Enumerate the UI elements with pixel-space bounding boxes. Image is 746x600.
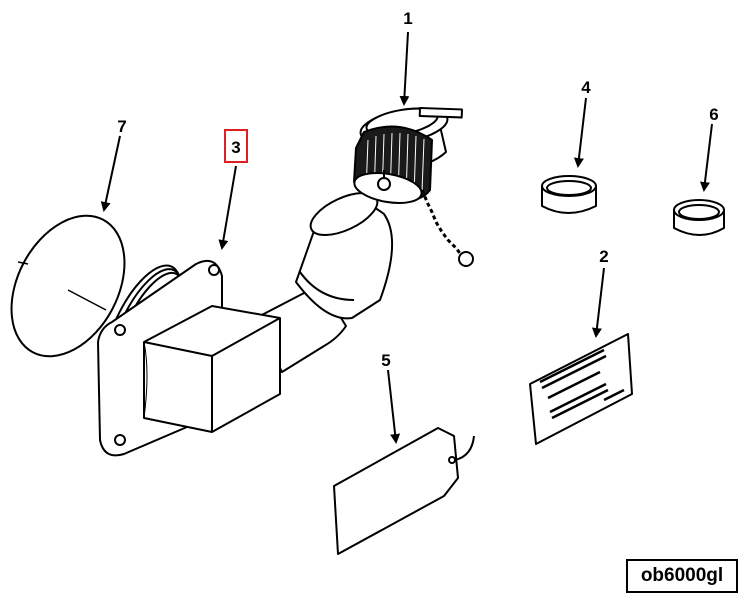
callout-3: 3 (231, 138, 240, 157)
leader-arrow-7 (100, 135, 121, 212)
filler-cap-part (353, 107, 474, 267)
callout-3-highlight-box (224, 129, 248, 163)
leader-arrow-6 (699, 123, 713, 192)
ring-part-4 (541, 175, 597, 214)
data-plate-part (529, 333, 633, 445)
figure-id-label: ob6000gl (626, 559, 738, 593)
leader-arrow-2 (591, 267, 605, 338)
ring-part-6 (673, 199, 725, 236)
callout-2: 2 (599, 247, 608, 266)
filler-neck-assembly-part (97, 191, 393, 457)
leader-arrow-5 (387, 369, 401, 444)
leader-arrow-3 (218, 165, 237, 250)
callout-1: 1 (403, 9, 412, 28)
callout-5: 5 (381, 351, 390, 370)
leader-arrow-4 (573, 97, 587, 168)
callout-7: 7 (117, 117, 126, 136)
callout-6: 6 (709, 105, 718, 124)
callout-4: 4 (581, 78, 591, 97)
gasket-disc-part (10, 214, 126, 358)
tag-part (333, 427, 475, 555)
leader-arrow-1 (399, 31, 410, 106)
